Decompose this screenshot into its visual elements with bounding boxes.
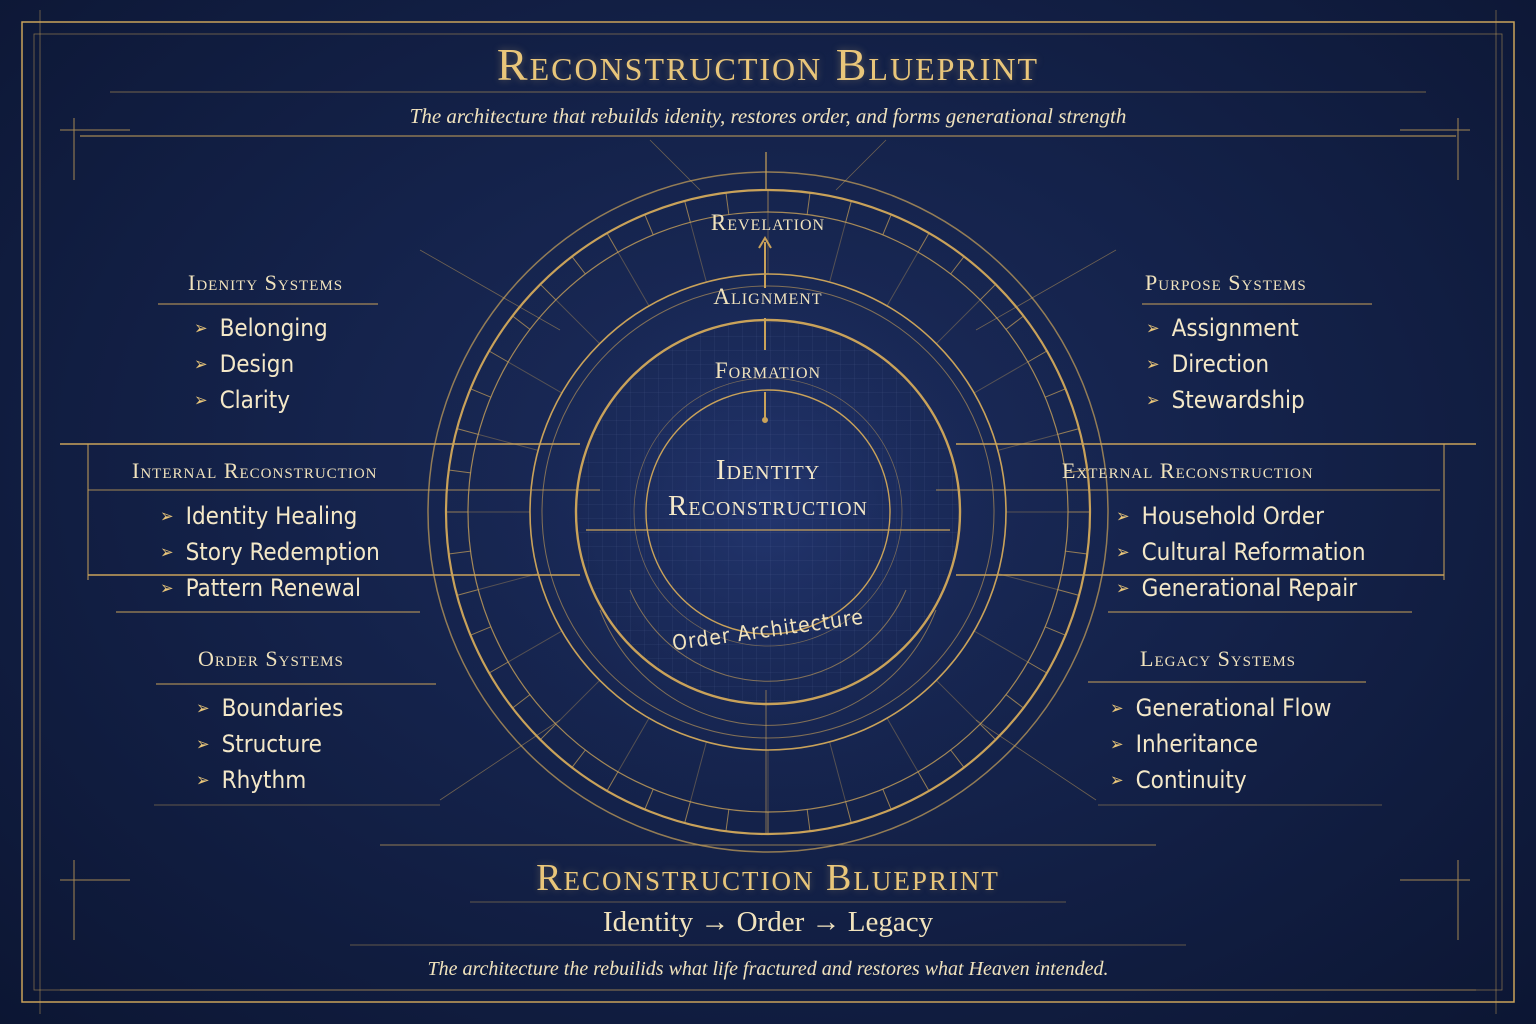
- list-item: ➢Direction: [1146, 350, 1270, 378]
- list-item: ➢Inheritance: [1110, 730, 1259, 758]
- chevron-right-icon: ➢: [194, 354, 208, 375]
- footer-flow: Identity → Order → Legacy: [602, 906, 934, 938]
- center-title-line2: Reconstruction: [667, 490, 868, 522]
- list-item: ➢Generational Flow: [1110, 694, 1332, 722]
- chevron-right-icon: ➢: [1116, 578, 1130, 599]
- chevron-right-icon: ➢: [196, 698, 210, 719]
- list-item: ➢Story Redemption: [160, 538, 380, 566]
- list-item: ➢Household Order: [1116, 502, 1325, 530]
- chevron-right-icon: ➢: [196, 770, 210, 791]
- list-item: ➢Belonging: [194, 314, 328, 342]
- list-item: ➢Design: [194, 350, 295, 378]
- chevron-right-icon: ➢: [1110, 698, 1124, 719]
- panel-title: Idenity Systems: [188, 270, 344, 295]
- ring-label-inner: Formation: [714, 358, 822, 383]
- list-item: ➢Pattern Renewal: [160, 574, 362, 602]
- panel-title: External Reconstruction: [1062, 458, 1314, 483]
- list-item: ➢Assignment: [1146, 314, 1299, 342]
- chevron-right-icon: ➢: [194, 318, 208, 339]
- panel-title: Legacy Systems: [1140, 646, 1297, 671]
- page-subtitle: The architecture that rebuilds idenity, …: [409, 104, 1127, 128]
- chevron-right-icon: ➢: [1110, 734, 1124, 755]
- center-title-line1: Identity: [715, 454, 821, 486]
- chevron-right-icon: ➢: [1146, 354, 1160, 375]
- chevron-right-icon: ➢: [1146, 390, 1160, 411]
- chevron-right-icon: ➢: [1146, 318, 1160, 339]
- chevron-right-icon: ➢: [160, 578, 174, 599]
- chevron-right-icon: ➢: [196, 734, 210, 755]
- chevron-right-icon: ➢: [1116, 542, 1130, 563]
- list-item: ➢Identity Healing: [160, 502, 358, 530]
- list-item: ➢Stewardship: [1146, 386, 1305, 414]
- list-item: ➢Boundaries: [196, 694, 344, 722]
- chevron-right-icon: ➢: [194, 390, 208, 411]
- chevron-right-icon: ➢: [160, 506, 174, 527]
- list-item: ➢Cultural Reformation: [1116, 538, 1366, 566]
- list-item: ➢Generational Repair: [1116, 574, 1358, 602]
- panel-title: Order Systems: [198, 646, 344, 671]
- footer-tagline: The architecture the rebuilids what life…: [427, 958, 1109, 980]
- ring-label-outer: Revelation: [710, 210, 826, 235]
- chevron-right-icon: ➢: [160, 542, 174, 563]
- chevron-right-icon: ➢: [1116, 506, 1130, 527]
- panel-title: Purpose Systems: [1145, 270, 1307, 295]
- footer-title: Reconstruction Blueprint: [536, 857, 1000, 899]
- chevron-right-icon: ➢: [1110, 770, 1124, 791]
- list-item: ➢Structure: [196, 730, 322, 758]
- list-item: ➢Clarity: [194, 386, 290, 414]
- panel-title: Internal Reconstruction: [132, 458, 378, 483]
- page-title: Reconstruction Blueprint: [496, 39, 1040, 90]
- ring-label-middle: Alignment: [713, 284, 823, 309]
- list-item: ➢Rhythm: [196, 766, 307, 794]
- list-item: ➢Continuity: [1110, 766, 1247, 794]
